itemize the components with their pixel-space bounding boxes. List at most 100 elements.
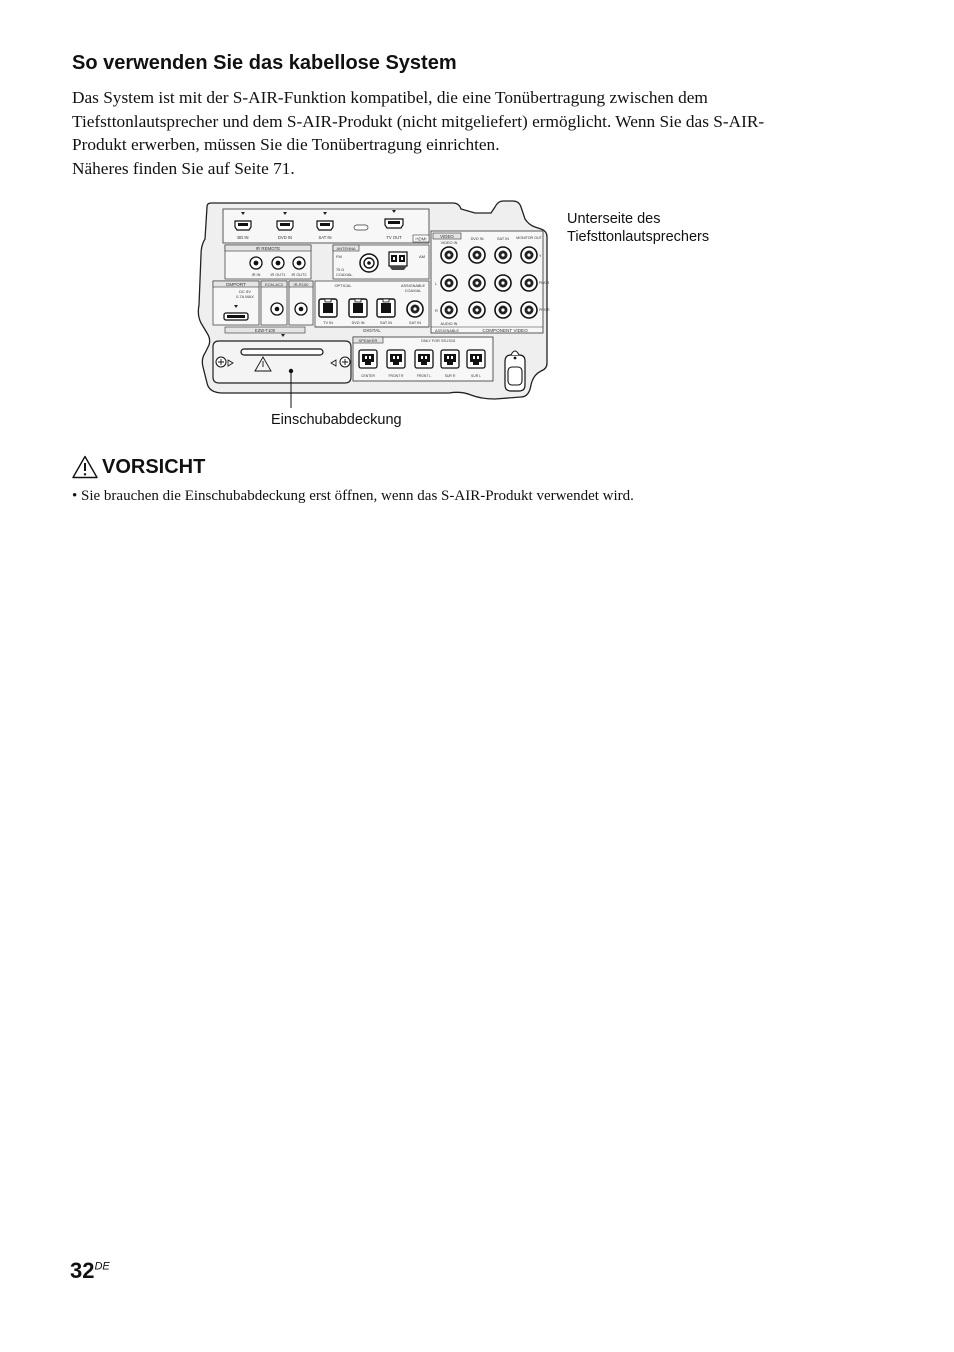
audio-in-label: AUDIO IN: [441, 322, 458, 326]
speaker-label: SUR R: [445, 374, 456, 378]
slot-cover: [212, 340, 352, 384]
audio-side-label: L: [435, 281, 438, 286]
caution-bullet: • Sie brauchen die Einschubabdeckung ers…: [72, 488, 634, 504]
rca-jack: [494, 246, 512, 264]
hdmi-port: [316, 212, 334, 231]
ir-jack: [292, 256, 306, 270]
coaxial-jack: [406, 300, 424, 318]
screw-right: [339, 356, 351, 368]
antenna-am: AM: [419, 254, 425, 259]
warning-triangle-icon: [72, 455, 98, 479]
optical-port: [376, 298, 396, 318]
rca-jack: [440, 301, 458, 319]
audio-side-label: R: [435, 308, 438, 313]
optical-port-label: SAT IN: [380, 321, 392, 325]
speaker-connector: [358, 349, 378, 369]
page-number: 32DE: [70, 1258, 110, 1284]
component-side-label: PR/CR: [539, 308, 550, 312]
am-antenna-terminal: [388, 251, 408, 270]
intro-text: Das System ist mit der S-AIR-Funktion ko…: [72, 86, 872, 180]
section-heading: So verwenden Sie das kabellose System: [72, 52, 457, 74]
led-slot: [353, 224, 369, 231]
hdmi-label: SAT IN: [318, 235, 331, 240]
hdmi-port: [276, 212, 294, 231]
slot-opening: [240, 348, 324, 356]
caution-header: VORSICHT: [72, 453, 205, 481]
intro-line: Das System ist mit der S-AIR-Funktion ko…: [72, 88, 708, 107]
ir-remote-title: IR REMOTE: [256, 246, 280, 251]
hdmi-label: BD IN: [237, 235, 248, 240]
hdmi-badge-box: [412, 234, 430, 243]
ir-r150-title: IR-R150: [294, 282, 310, 287]
component-top-label: SAT IN: [497, 237, 509, 241]
speaker-label: CENTER: [361, 374, 375, 378]
rca-jack: [520, 246, 538, 264]
speaker-note: ONLY FOR SS-IS15: [421, 339, 455, 343]
rca-jack: [468, 246, 486, 264]
hdmi-label: DVD IN: [278, 235, 292, 240]
speaker-label: FRONT R: [388, 374, 404, 378]
intro-line: Produkt erwerben, müssen Sie die Tonüber…: [72, 135, 500, 154]
callout-line-text: Unterseite des: [567, 211, 661, 227]
slot-cover-callout: Einschubabdeckung: [271, 412, 402, 428]
hdmi-port: [234, 212, 252, 231]
antenna-coaxial: COAXIAL: [336, 273, 352, 277]
ezw-label: EZW-T100: [255, 328, 276, 333]
screw-left: [215, 356, 227, 368]
speaker-title: SPEAKER: [359, 338, 378, 343]
ecm-block: [260, 280, 288, 326]
component-top-label: DVD IN: [471, 237, 484, 241]
component-side-label: Y: [539, 254, 542, 258]
speaker-connector: [466, 349, 486, 369]
rca-jack: [494, 274, 512, 292]
intro-line: Tiefsttonlautsprecher und dem S-AIR-Prod…: [72, 111, 765, 131]
rca-jack: [468, 274, 486, 292]
caution-mark: [254, 356, 272, 372]
antenna-coaxial: 75 Ω: [336, 268, 344, 272]
hdmi-label: TV OUT: [386, 235, 402, 240]
subwoofer-bottom-callout: Unterseite des Tiefsttonlautsprechers: [567, 210, 709, 246]
speaker-connector: [440, 349, 460, 369]
caution-title: VORSICHT: [102, 455, 206, 478]
rca-jack-grid: [440, 246, 538, 319]
antenna-fm: FM: [336, 254, 342, 259]
digital-label: DIGITAL: [363, 328, 381, 333]
speaker-label: SUR L: [471, 374, 481, 378]
optical-title: OPTICAL: [334, 283, 352, 288]
dmport-title: DMPORT: [226, 282, 246, 287]
rca-jack: [520, 274, 538, 292]
power-inlet: [504, 350, 526, 392]
coaxial-port-label: SAT IN: [409, 321, 421, 325]
component-side-label: PB/CB: [539, 281, 550, 285]
subwoofer-back-panel-figure: BD IN DVD IN SAT IN TV OUT HDMI IR REMOT…: [195, 195, 575, 410]
ir-port-label: IR OUT1: [271, 273, 286, 277]
rca-jack: [440, 274, 458, 292]
component-video-label: COMPONENT VIDEO: [482, 328, 528, 333]
ecm-title: ECM-AC2: [265, 282, 284, 287]
video-title: VIDEO: [440, 234, 454, 239]
page-number-value: 32: [70, 1258, 95, 1283]
callout-line-text: Tiefsttonlautsprechers: [567, 229, 710, 245]
rca-jack: [494, 301, 512, 319]
ir-port-label: IR IN: [252, 273, 261, 277]
ir-port-label: IR OUT2: [292, 273, 307, 277]
back-panel-illustration: BD IN DVD IN SAT IN TV OUT HDMI IR REMOT…: [197, 200, 550, 408]
optical-port-label: TV IN: [323, 321, 333, 325]
antenna-title: ANTENNA: [336, 246, 355, 251]
assignable-coaxial-label: ASSIGNABLE: [401, 284, 426, 288]
rca-jack: [520, 301, 538, 319]
hdmi-port: [384, 210, 404, 229]
fm-antenna-jack: [359, 253, 379, 273]
video-in-label: VIDEO IN: [441, 241, 458, 245]
speaker-connector: [414, 349, 434, 369]
hdmi-badge: HDMI: [415, 237, 426, 242]
assignable-label: ASSIGNABLE: [435, 329, 460, 333]
page-language-suffix: DE: [94, 1260, 110, 1273]
speaker-connector: [386, 349, 406, 369]
optical-port: [318, 298, 338, 318]
dmport-power: 0.7A MAX: [236, 294, 254, 299]
component-top-label: MONITOR OUT: [516, 236, 542, 240]
rca-jack: [440, 246, 458, 264]
rca-jack: [468, 301, 486, 319]
dmport-power: DC 5V: [239, 289, 251, 294]
